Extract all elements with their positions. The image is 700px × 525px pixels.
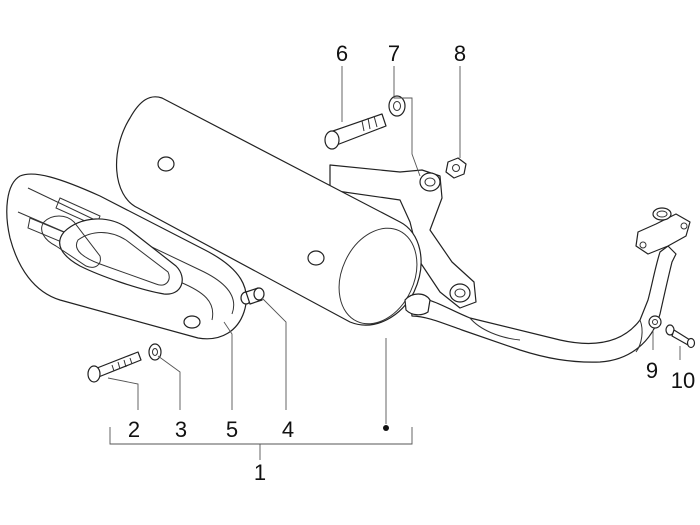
callout-7: 7: [388, 41, 400, 66]
spacer-item-9: [648, 315, 662, 329]
leader-lines: [107, 66, 681, 460]
callout-5: 5: [226, 417, 238, 442]
muffler-body: [115, 96, 431, 326]
pipe-flange: [635, 207, 691, 255]
nut-item-8: [445, 157, 467, 179]
callout-1: 1: [254, 460, 266, 485]
washer-item-3: [148, 343, 162, 361]
heat-shield-cover: [6, 173, 247, 340]
callout-numbers: 1 2 3 4 5 6 7 8 9 10: [128, 41, 695, 485]
bolt-item-10: [665, 324, 696, 349]
bolt-item-6: [324, 113, 387, 150]
callout-3: 3: [175, 417, 187, 442]
callout-2: 2: [128, 417, 140, 442]
washer-item-7: [388, 95, 406, 117]
callout-4: 4: [282, 417, 294, 442]
callout-8: 8: [454, 41, 466, 66]
callout-9: 9: [646, 358, 658, 383]
callout-6: 6: [336, 41, 348, 66]
muffler-mounting-bracket: [329, 164, 477, 309]
exhaust-pipe: [409, 245, 677, 363]
grommet-item-4: [240, 287, 265, 305]
callout-10: 10: [671, 368, 695, 393]
screw-item-2: [87, 351, 142, 383]
callout-dot: [383, 425, 389, 431]
